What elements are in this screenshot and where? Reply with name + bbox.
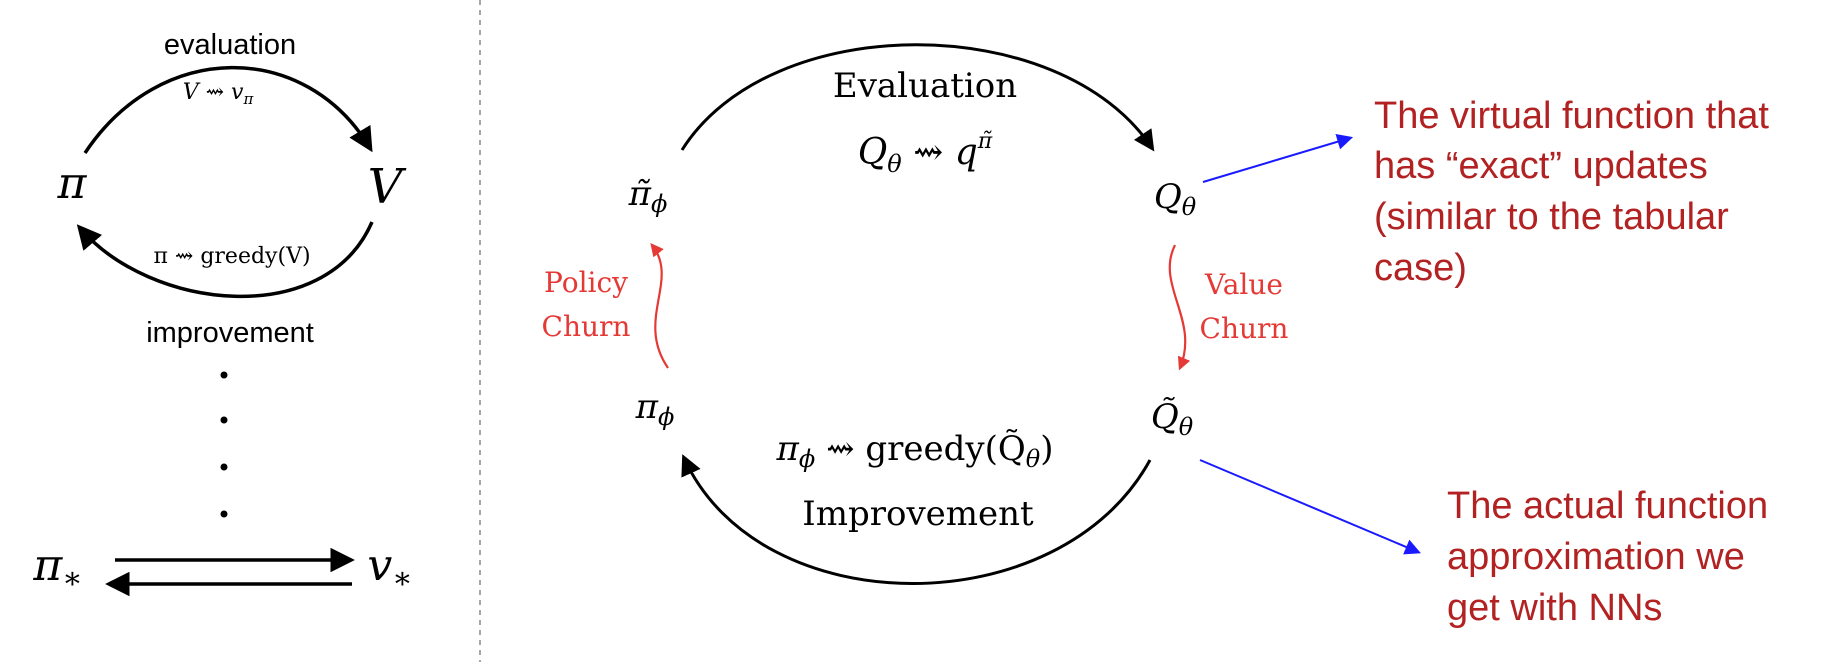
right-improvement-arrow (681, 454, 1152, 585)
annotation-top-line: case) (1374, 247, 1467, 289)
left-improvement-label: improvement (146, 317, 314, 349)
value-churn-label-line1: Value (1204, 268, 1283, 301)
left-evaluation-arrow (83, 65, 373, 154)
left-pi-star: π∗ (32, 540, 82, 596)
right-evaluation-label: Evaluation (833, 66, 1017, 106)
left-evaluation-formula: V ⇝ vπ (183, 80, 255, 108)
right-improvement-formula: πϕ ⇝ greedy(Q̃θ) (776, 429, 1054, 473)
value-churn-label-line2: Churn (1200, 312, 1289, 345)
left-evaluation-label: evaluation (164, 29, 296, 61)
annotation-top: The virtual function that has “exact” up… (1202, 95, 1769, 289)
left-v-star: v∗ (367, 540, 412, 596)
right-improvement-label: Improvement (802, 494, 1034, 534)
annotation-bottom-line: get with NNs (1447, 587, 1662, 629)
policy-churn-label-line2: Churn (542, 310, 631, 343)
left-ellipsis-dots (220, 371, 228, 518)
annotation-bottom-line: approximation we (1447, 536, 1745, 578)
right-pi-tilde-node: π̃ϕ (628, 174, 668, 218)
annotation-bottom: The actual function approximation we get… (1199, 459, 1768, 629)
left-improvement-arrow (76, 221, 374, 299)
annotation-bottom-line: The actual function (1447, 485, 1768, 527)
right-churn-diagram: Evaluation Qθ ⇝ qπ̃ π̃ϕ Qθ Policy Churn … (542, 43, 1289, 585)
annotation-top-line: has “exact” updates (1374, 145, 1708, 187)
value-churn-arrow (1168, 244, 1191, 371)
left-pi-node: π (57, 158, 88, 209)
policy-churn-label-line1: Policy (544, 266, 628, 299)
left-policy-iteration-diagram: evaluation V ⇝ vπ π V π ⇝ greedy(V) impr… (32, 29, 413, 597)
left-v-node: V (368, 159, 407, 215)
annotation-bottom-pointer-arrow (1199, 459, 1421, 555)
policy-churn-arrow (650, 242, 669, 369)
annotation-top-line: (similar to the tabular (1374, 196, 1729, 238)
right-q-tilde-node: Q̃θ (1151, 397, 1194, 441)
right-pi-phi-node: πϕ (635, 387, 675, 431)
right-q-theta-node: Qθ (1154, 177, 1197, 221)
annotation-top-line: The virtual function that (1374, 95, 1769, 137)
annotation-top-pointer-arrow (1202, 134, 1354, 183)
right-evaluation-formula: Qθ ⇝ qπ̃ (858, 129, 993, 178)
right-evaluation-arrow (680, 43, 1155, 152)
left-improvement-formula: π ⇝ greedy(V) (153, 244, 310, 269)
